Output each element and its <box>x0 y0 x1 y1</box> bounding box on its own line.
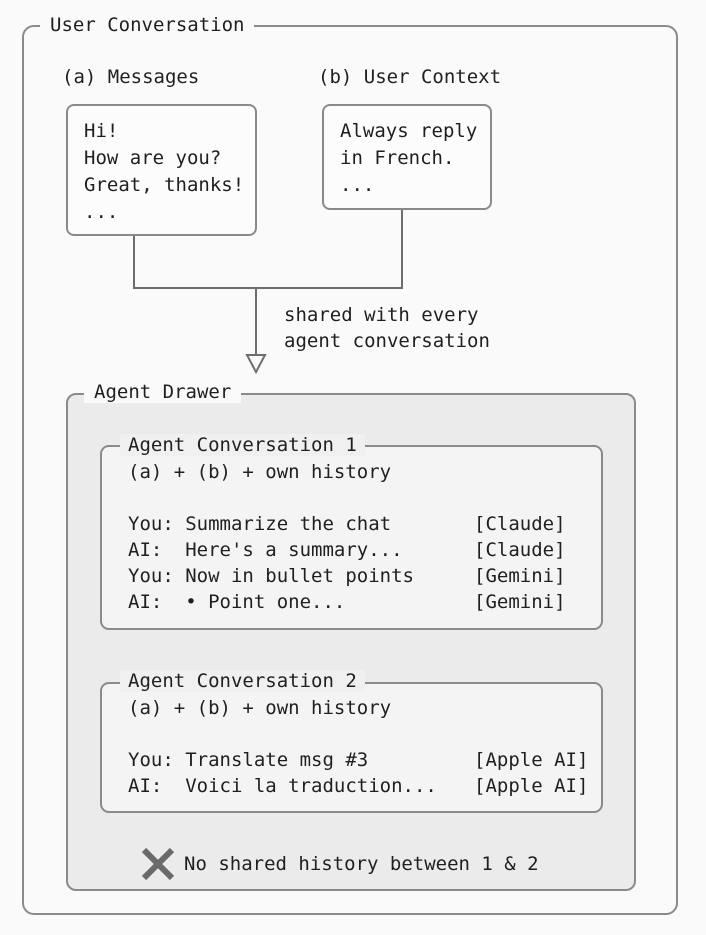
agent-conversation-1-box <box>100 445 603 630</box>
messages-box: Hi! How are you? Great, thanks! ... <box>66 104 257 236</box>
agent-conversation-2-subtitle: (a) + (b) + own history <box>128 697 392 719</box>
message-line: Hi! <box>84 120 119 142</box>
model-tag: [Gemini] <box>474 591 566 613</box>
agent-conversation-2-box <box>100 682 603 813</box>
context-label: (b) User Context <box>318 66 502 88</box>
agent-conversation-1-subtitle: (a) + (b) + own history <box>128 461 392 483</box>
user-conversation-title: User Conversation <box>40 14 255 36</box>
arrow-down-icon <box>245 354 267 375</box>
conversation-message: AI: • Point one... <box>128 591 346 613</box>
model-tag: [Apple AI] <box>474 749 589 771</box>
user-conversation-frame <box>22 25 678 915</box>
x-mark-icon <box>141 847 175 881</box>
conversation-message: You: Summarize the chat <box>128 513 392 535</box>
agent-conversation-1-title: Agent Conversation 1 <box>120 434 365 456</box>
context-line: Always reply <box>340 120 478 142</box>
shared-note-line: agent conversation <box>284 330 490 352</box>
context-line: ... <box>340 174 375 196</box>
model-tag: [Gemini] <box>474 565 566 587</box>
agent-conversation-2-title: Agent Conversation 2 <box>120 670 365 692</box>
message-line: How are you? <box>84 147 222 169</box>
model-tag: [Claude] <box>474 513 566 535</box>
merge-connector <box>133 210 403 289</box>
agent-drawer-title: Agent Drawer <box>84 381 242 403</box>
model-tag: [Claude] <box>474 539 566 561</box>
conversation-message: AI: Here's a summary... <box>128 539 403 561</box>
conversation-message: You: Translate msg #3 <box>128 749 369 771</box>
context-box: Always reply in French. ... <box>322 104 492 210</box>
message-line: ... <box>84 201 119 223</box>
no-shared-history-note: No shared history between 1 & 2 <box>184 853 539 875</box>
messages-label: (a) Messages <box>62 66 200 88</box>
conversation-message: You: Now in bullet points <box>128 565 414 587</box>
model-tag: [Apple AI] <box>474 775 589 797</box>
shared-note-line: shared with every <box>284 304 479 326</box>
context-line: in French. <box>340 147 455 169</box>
message-line: Great, thanks! <box>84 174 245 196</box>
conversation-message: AI: Voici la traduction... <box>128 775 437 797</box>
